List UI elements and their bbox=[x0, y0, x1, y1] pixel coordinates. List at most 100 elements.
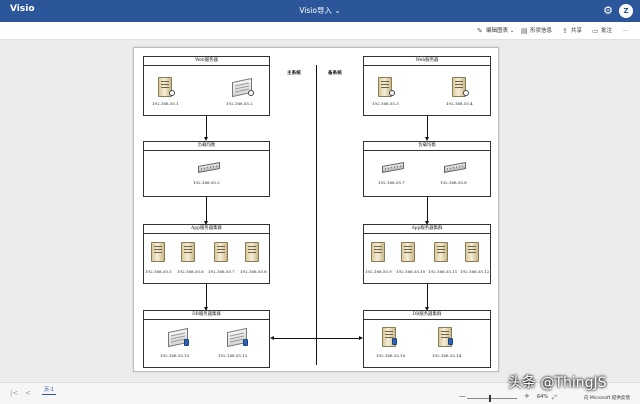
database-icon bbox=[243, 339, 248, 346]
right-db-ip-2: 192.168.55.14 bbox=[432, 353, 462, 358]
shape-info-button[interactable]: ▤形状信息 bbox=[521, 26, 552, 37]
connector bbox=[427, 284, 428, 308]
comment-button[interactable]: ▭批注 bbox=[592, 26, 612, 37]
db-sync-connector bbox=[274, 338, 359, 339]
left-db-ip-2: 192.168.55.13 bbox=[218, 353, 248, 358]
globe-icon bbox=[248, 90, 254, 96]
zoom-level[interactable]: 64% bbox=[537, 394, 549, 400]
right-web-server-box[interactable]: Web服务器 192.168.55.3 192.168.55.4 bbox=[363, 56, 491, 116]
zoom-in-button[interactable]: + bbox=[524, 392, 530, 400]
database-icon bbox=[448, 338, 453, 345]
connector bbox=[427, 116, 428, 138]
toolbar: ✎编辑图表 ⌄ ▤形状信息 ⇪共享 ▭批注 ··· bbox=[0, 22, 640, 40]
globe-icon bbox=[463, 90, 469, 96]
arrow-down-icon bbox=[425, 307, 429, 311]
right-app-cluster-box[interactable]: App服务器集群 192.168.55.9 192.168.55.10 192.… bbox=[363, 224, 491, 284]
server-icon bbox=[371, 242, 385, 262]
right-app-title: App服务器集群 bbox=[364, 225, 490, 234]
backup-system-label: 备系统 bbox=[328, 71, 342, 76]
more-button[interactable]: ··· bbox=[623, 28, 629, 34]
document-title[interactable]: Visio导入 ⌄ bbox=[299, 6, 341, 15]
title-bar: Visio Visio导入 ⌄ ⚙ Z bbox=[0, 0, 640, 22]
previous-page-icon[interactable]: < bbox=[25, 389, 31, 397]
comment-icon: ▭ bbox=[592, 27, 599, 35]
drawing-canvas[interactable]: 主系统 备系统 Web服务器 192.168.55.1 192.168.55.2… bbox=[0, 40, 640, 382]
right-db-ip-1: 192.168.55.10 bbox=[376, 353, 406, 358]
right-app-ip-2: 192.168.55.10 bbox=[396, 269, 426, 274]
zoom-out-button[interactable]: — bbox=[459, 392, 466, 400]
left-app-ip-1: 192.168.55.5 bbox=[145, 269, 172, 274]
database-icon bbox=[392, 338, 397, 345]
left-web-ip-1: 192.168.55.1 bbox=[152, 101, 179, 106]
share-icon: ⇪ bbox=[562, 27, 568, 35]
right-load-balancer-box[interactable]: 负载均衡 192.168.55.7 192.168.55.8 bbox=[363, 141, 491, 197]
edit-diagram-button[interactable]: ✎编辑图表 ⌄ bbox=[477, 26, 514, 37]
share-button[interactable]: ⇪共享 bbox=[562, 26, 582, 37]
connector bbox=[427, 197, 428, 222]
right-web-title: Web服务器 bbox=[364, 57, 490, 66]
arrow-down-icon bbox=[425, 137, 429, 141]
connector bbox=[206, 116, 207, 138]
left-web-title: Web服务器 bbox=[144, 57, 269, 66]
right-db-title: DB服务器集群 bbox=[364, 311, 490, 320]
left-app-ip-4: 192.168.55.8 bbox=[240, 269, 267, 274]
right-lb-ip-2: 192.168.55.8 bbox=[440, 180, 467, 185]
database-icon bbox=[184, 339, 189, 346]
left-web-server-box[interactable]: Web服务器 192.168.55.1 192.168.55.2 bbox=[143, 56, 270, 116]
left-lb-ip: 192.168.55.3 bbox=[193, 180, 220, 185]
arrow-down-icon bbox=[425, 221, 429, 225]
document-icon: ▤ bbox=[521, 27, 528, 35]
right-lb-ip-1: 192.168.55.7 bbox=[378, 180, 405, 185]
server-icon bbox=[452, 77, 466, 97]
left-app-ip-3: 192.168.55.7 bbox=[208, 269, 235, 274]
watermark: 头条 @ThingJS bbox=[508, 375, 607, 391]
left-db-cluster-box[interactable]: DB服务器集群 192.168.55.15 192.168.55.13 bbox=[143, 310, 270, 368]
switch-icon bbox=[382, 162, 404, 173]
globe-icon bbox=[169, 90, 175, 96]
switch-icon bbox=[198, 162, 220, 173]
shape-info-label: 形状信息 bbox=[530, 28, 553, 34]
avatar[interactable]: Z bbox=[619, 4, 633, 18]
server-icon bbox=[181, 242, 195, 262]
system-divider bbox=[316, 65, 317, 365]
left-app-cluster-box[interactable]: App服务器集群 192.168.55.5 192.168.55.6 192.1… bbox=[143, 224, 270, 284]
arrow-right-icon bbox=[359, 336, 363, 340]
left-app-ip-2: 192.168.55.6 bbox=[177, 269, 204, 274]
fit-to-window-icon[interactable]: ⤢ bbox=[552, 394, 557, 401]
app-name[interactable]: Visio bbox=[10, 4, 35, 14]
right-db-cluster-box[interactable]: DB服务器集群 192.168.55.10 192.168.55.14 bbox=[363, 310, 491, 368]
arrow-left-icon bbox=[270, 336, 274, 340]
left-web-ip-2: 192.168.55.2 bbox=[226, 101, 253, 106]
edit-diagram-label: 编辑图表 ⌄ bbox=[486, 28, 515, 34]
arrow-down-icon bbox=[204, 307, 208, 311]
feedback-link[interactable]: 向 Microsoft 提供反馈 bbox=[584, 396, 630, 401]
diagram-page[interactable]: 主系统 备系统 Web服务器 192.168.55.1 192.168.55.2… bbox=[133, 47, 499, 372]
gear-icon[interactable]: ⚙ bbox=[603, 4, 613, 17]
right-web-ip-2: 192.168.55.4 bbox=[446, 101, 473, 106]
server-icon bbox=[401, 242, 415, 262]
server-icon bbox=[434, 242, 448, 262]
server-icon bbox=[158, 77, 172, 97]
connector bbox=[206, 197, 207, 222]
arrow-down-icon bbox=[204, 137, 208, 141]
share-label: 共享 bbox=[571, 28, 583, 34]
first-page-icon[interactable]: |< bbox=[10, 389, 19, 397]
right-app-ip-4: 192.168.55.12 bbox=[460, 269, 490, 274]
right-app-ip-3: 192.168.55.11 bbox=[428, 269, 458, 274]
connector bbox=[206, 284, 207, 308]
primary-system-label: 主系统 bbox=[287, 71, 301, 76]
comment-label: 批注 bbox=[601, 28, 613, 34]
zoom-slider-thumb[interactable] bbox=[488, 395, 491, 402]
server-icon bbox=[214, 242, 228, 262]
server-icon bbox=[465, 242, 479, 262]
switch-icon bbox=[444, 162, 466, 173]
left-db-ip-1: 192.168.55.15 bbox=[160, 353, 190, 358]
left-load-balancer-box[interactable]: 负载均衡 192.168.55.3 bbox=[143, 141, 270, 197]
left-app-title: App服务器集群 bbox=[144, 225, 269, 234]
server-icon bbox=[245, 242, 259, 262]
server-icon bbox=[378, 77, 392, 97]
zoom-slider[interactable] bbox=[467, 398, 517, 399]
server-icon bbox=[151, 242, 165, 262]
page-tab[interactable]: 页-1 bbox=[42, 387, 56, 395]
pencil-icon: ✎ bbox=[477, 27, 483, 35]
